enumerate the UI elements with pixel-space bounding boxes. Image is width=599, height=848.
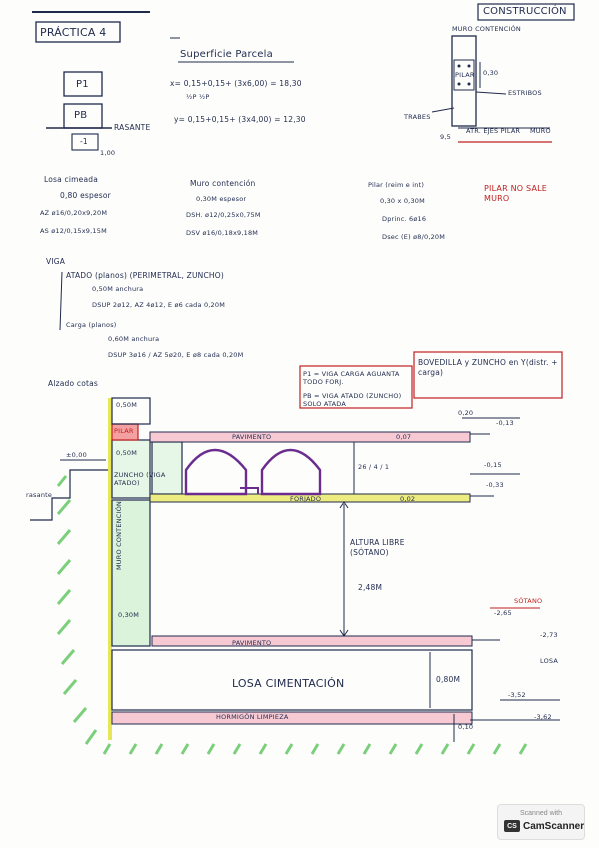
detail-axis-value: 9,5 bbox=[440, 133, 451, 141]
dim-050-mid: 0,50M bbox=[116, 449, 138, 457]
detail-axis-label: ATR. EJES PILAR bbox=[466, 127, 521, 135]
level-000: ±0,00 bbox=[66, 451, 87, 459]
wall-title: Muro contención bbox=[190, 179, 256, 188]
wall-thickness: 0,30M espesor bbox=[196, 195, 247, 203]
dim-080: 0,80M bbox=[436, 675, 461, 684]
slab-thickness: 0,80 espesor bbox=[60, 191, 111, 200]
detail-stirrups: ESTRIBOS bbox=[508, 89, 542, 97]
dim-030: 0,30M bbox=[118, 611, 140, 619]
dim-020: 0,20 bbox=[458, 409, 474, 417]
level-013: -0,13 bbox=[496, 419, 514, 427]
floor-basement: -1 bbox=[80, 137, 88, 146]
detail-rebars: TRABES bbox=[404, 113, 431, 121]
slab-az: AZ ø16/0,20x9,20M bbox=[40, 209, 108, 217]
camscanner-icon: CS bbox=[504, 820, 520, 832]
pillar-note: PILAR NO SALE MURO bbox=[484, 184, 548, 204]
floor-p1: P1 bbox=[76, 79, 89, 90]
beam-atado: ATADO (planos) (PERIMETRAL, ZUNCHO) bbox=[66, 271, 224, 280]
detail-axis-tail: MURO bbox=[530, 127, 551, 135]
level-033: -0,33 bbox=[486, 481, 504, 489]
level-265: -2,65 bbox=[494, 609, 512, 617]
dim-007: 0,07 bbox=[396, 433, 412, 441]
wall-dh: DSH. ø12/0,25x0,75M bbox=[186, 211, 261, 219]
scanner-badge: Scanned with CS CamScanner bbox=[497, 804, 585, 840]
retaining-wall-label: MURO CONTENCIÓN bbox=[115, 501, 123, 570]
level-273: -2,73 bbox=[540, 631, 558, 639]
forjado-label: FORJADO bbox=[290, 495, 322, 503]
ground-value: 1,00 bbox=[100, 149, 116, 157]
detail-title: MURO CONTENCIÓN bbox=[452, 25, 521, 33]
eq-x-note: ½P ½P bbox=[186, 93, 210, 101]
slab-as: AS ø12/0,15x9,15M bbox=[40, 227, 107, 235]
zuncho-label: ZUNCHO (VIGA ATADO) bbox=[114, 471, 166, 487]
level-362: -3,62 bbox=[534, 713, 552, 721]
dim-002: 0,02 bbox=[400, 495, 416, 503]
beam-atado-rebar: DSUP 2ø12, AZ 4ø12, E ø6 cada 0,20M bbox=[92, 301, 226, 309]
beam-atado-width: 0,50M anchura bbox=[92, 285, 144, 293]
subject-title: CONSTRUCCIÓN bbox=[483, 6, 567, 17]
losa-tag: LOSA bbox=[540, 657, 558, 665]
detail-dim: 0,30 bbox=[483, 69, 499, 77]
dim-forjado: 26 / 4 / 1 bbox=[358, 463, 390, 471]
floor-pb: PB bbox=[74, 110, 88, 121]
dim-010: 0,10 bbox=[458, 723, 474, 731]
level-015: -0,15 bbox=[484, 461, 502, 469]
detail-pillar: PILAR bbox=[455, 71, 475, 79]
clear-height-value: 2,48M bbox=[358, 583, 383, 592]
scanner-top-text: Scanned with bbox=[519, 810, 563, 817]
beam-carga-rebar: DSUP 3ø16 / AZ 5ø20, E ø8 cada 0,20M bbox=[108, 351, 244, 359]
eq-y: y= 0,15+0,15+ (3x4,00) = 12,30 bbox=[174, 115, 306, 124]
pilar-label: PILAR bbox=[114, 427, 134, 435]
practice-title: PRÁCTICA 4 bbox=[40, 26, 107, 39]
level-352: -3,52 bbox=[508, 691, 526, 699]
pavimento-top: PAVIMENTO bbox=[232, 433, 272, 441]
scanner-name: CamScanner bbox=[523, 820, 585, 832]
bubble-bovedilla: BOVEDILLA y ZUNCHO en Y(distr. + carga) bbox=[418, 358, 558, 378]
beam-title: VIGA bbox=[46, 257, 66, 266]
pillar-main: Dprinc. 6ø16 bbox=[382, 215, 427, 223]
dim-050-top: 0,50M bbox=[116, 401, 138, 409]
losa-label: LOSA CIMENTACIÓN bbox=[232, 677, 345, 690]
clear-height-label: ALTURA LIBRE (SÓTANO) bbox=[350, 538, 405, 558]
bubble-p1: P1 = VIGA CARGA AGUANTA TODO FORJ. bbox=[303, 370, 400, 387]
rasante-label: rasante bbox=[26, 491, 53, 499]
pillar-sec: Dsec (E) ø8/0,20M bbox=[382, 233, 446, 241]
beam-carga: Carga (planos) bbox=[66, 321, 117, 329]
sotano-label: SÓTANO bbox=[514, 597, 543, 605]
eq-x: x= 0,15+0,15+ (3x6,00) = 18,30 bbox=[170, 79, 302, 88]
bubble-pb: PB = VIGA ATADO (ZUNCHO) SOLO ATADA bbox=[303, 392, 402, 409]
ground-label: RASANTE bbox=[114, 123, 151, 132]
pillar-dim: 0,30 x 0,30M bbox=[380, 197, 425, 205]
beam-carga-width: 0,60M anchura bbox=[108, 335, 160, 343]
plot-area-title: Superficie Parcela bbox=[180, 49, 273, 60]
pillar-title: Pilar (reim e int) bbox=[368, 181, 425, 189]
section-title: Alzado cotas bbox=[48, 379, 99, 388]
slab-title: Losa cimeada bbox=[44, 175, 99, 184]
pavimento-bottom: PAVIMENTO bbox=[232, 639, 272, 647]
hormigon-label: HORMIGÓN LIMPIEZA bbox=[216, 713, 289, 721]
wall-dv: DSV ø16/0,18x9,18M bbox=[186, 229, 259, 237]
